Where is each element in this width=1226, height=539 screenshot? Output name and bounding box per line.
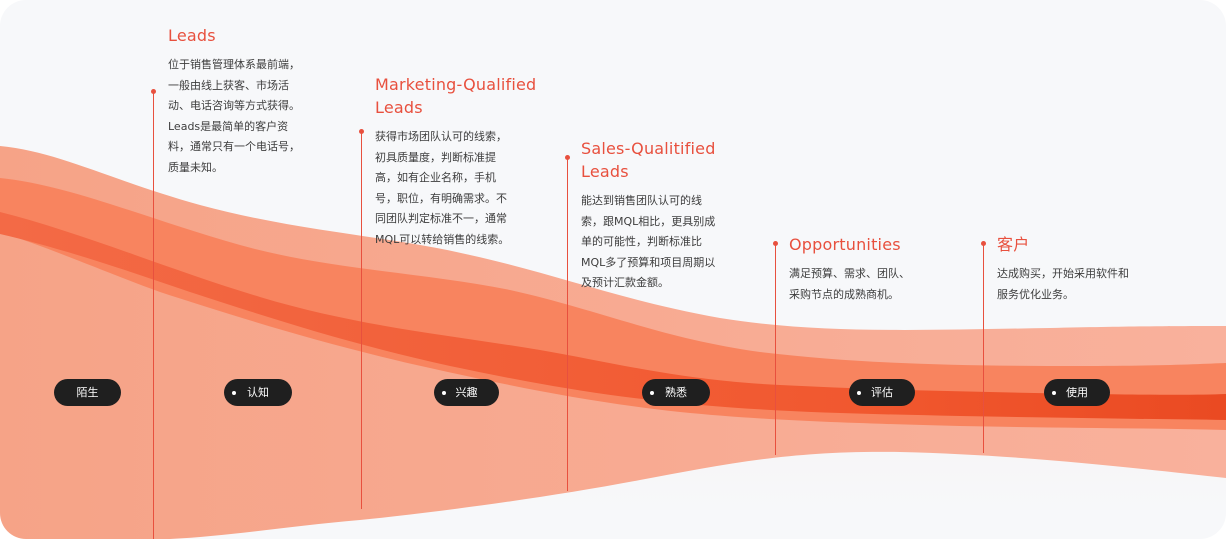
stage-dot-interest [442, 390, 446, 395]
block-customer: 客户 达成购买，开始采用软件和 服务优化业务。 [997, 233, 1177, 305]
block-body-customer: 达成购买，开始采用软件和 服务优化业务。 [997, 267, 1129, 301]
stage-label-awareness: 认知 [247, 386, 269, 399]
stage-dot-evaluate [857, 390, 861, 395]
block-title-mql: Marketing-Qualified Leads [375, 75, 537, 117]
block-sql: Sales-Qualitified Leads 能达到销售团队认可的线 索，跟M… [581, 137, 756, 294]
stage-label-evaluate: 评估 [871, 386, 893, 399]
pin-dot-mql [359, 129, 364, 134]
pin-line-leads [153, 91, 154, 539]
block-title-leads: Leads [168, 26, 216, 45]
block-body-leads: 位于销售管理体系最前端， 一般由线上获客、市场活 动、电话咨询等方式获得。 Le… [168, 58, 300, 174]
block-leads: Leads 位于销售管理体系最前端， 一般由线上获客、市场活 动、电话咨询等方式… [168, 24, 338, 178]
stage-dot-awareness [232, 390, 236, 395]
stage-pill-interest: 兴趣 [434, 379, 499, 406]
stage-label-stranger: 陌生 [76, 386, 99, 399]
pin-line-opportunities [775, 243, 776, 455]
stage-dot-familiar [650, 390, 654, 395]
stage-pill-awareness: 认知 [224, 379, 292, 406]
stage-pill-familiar: 熟悉 [642, 379, 710, 406]
block-body-sql: 能达到销售团队认可的线 索，跟MQL相比，更具别成 单的可能性，判断标准比 MQ… [581, 194, 716, 289]
pin-line-mql [361, 131, 362, 509]
block-body-mql: 获得市场团队认可的线索， 初具质量度，判断标准提 高，如有企业名称，手机 号，职… [375, 130, 510, 246]
pin-dot-customer [981, 241, 986, 246]
stage-pill-use: 使用 [1044, 379, 1110, 406]
block-title-customer: 客户 [997, 235, 1030, 254]
block-opportunities: Opportunities 满足预算、需求、团队、 采购节点的成熟商机。 [789, 233, 969, 305]
block-mql: Marketing-Qualified Leads 获得市场团队认可的线索， 初… [375, 73, 575, 250]
stage-label-interest: 兴趣 [455, 386, 478, 399]
stage-pill-stranger: 陌生 [54, 379, 121, 406]
stage-label-use: 使用 [1066, 386, 1088, 399]
band-mid [0, 178, 1226, 430]
stage-dot-use [1052, 390, 1056, 395]
pin-line-sql [567, 157, 568, 491]
stage-pill-evaluate: 评估 [849, 379, 915, 406]
block-title-sql: Sales-Qualitified Leads [581, 139, 716, 181]
block-body-opportunities: 满足预算、需求、团队、 采购节点的成熟商机。 [789, 267, 910, 301]
pin-dot-leads [151, 89, 156, 94]
pin-dot-opportunities [773, 241, 778, 246]
pin-dot-sql [565, 155, 570, 160]
block-title-opportunities: Opportunities [789, 235, 901, 254]
pin-line-customer [983, 243, 984, 453]
stage-label-familiar: 熟悉 [665, 386, 687, 399]
